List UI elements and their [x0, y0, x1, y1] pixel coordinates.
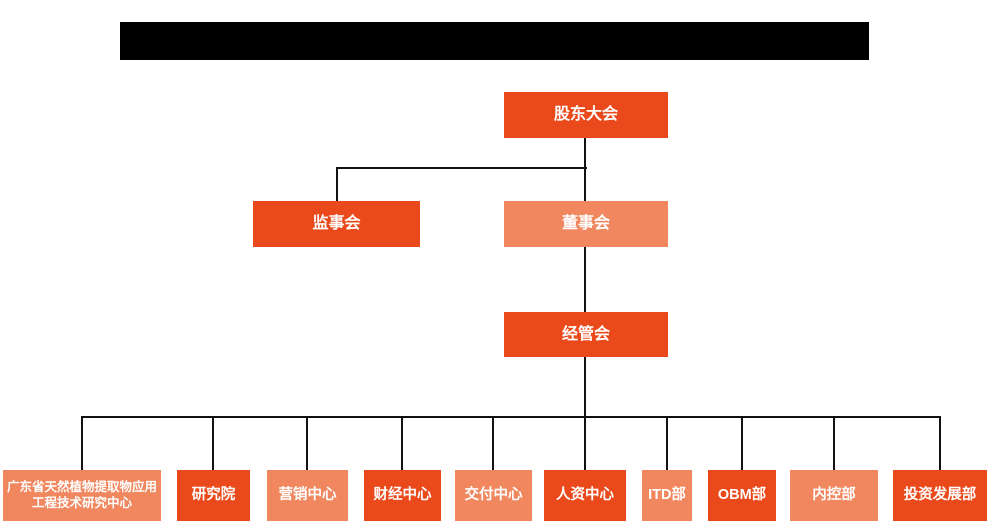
connector-line [584, 357, 586, 417]
org-node-management-committee: 经管会 [504, 312, 668, 357]
connector-line [584, 167, 586, 201]
connector-line [401, 416, 403, 470]
org-node-delivery-center: 交付中心 [455, 470, 532, 521]
org-node-supervisory-board: 监事会 [253, 201, 420, 247]
org-node-research-center: 广东省天然植物提取物应用工程技术研究中心 [3, 470, 161, 521]
redacted-title-bar [120, 22, 869, 60]
connector-line [584, 247, 586, 312]
connector-line [584, 416, 586, 470]
org-node-research-institute: 研究院 [177, 470, 250, 521]
org-node-investment-development: 投资发展部 [893, 470, 987, 521]
connector-line [306, 416, 308, 470]
connector-line [336, 167, 338, 201]
org-node-finance-center: 财经中心 [364, 470, 441, 521]
org-node-internal-control: 内控部 [790, 470, 878, 521]
org-node-hr-center: 人资中心 [544, 470, 626, 521]
connector-line [584, 138, 586, 169]
connector-line [741, 416, 743, 470]
connector-line [492, 416, 494, 470]
connector-line [81, 416, 83, 470]
connector-line [666, 416, 668, 470]
org-node-marketing-center: 营销中心 [267, 470, 348, 521]
org-node-obm-department: OBM部 [708, 470, 776, 521]
org-node-board-of-directors: 董事会 [504, 201, 668, 247]
org-node-shareholders-meeting: 股东大会 [504, 92, 668, 138]
connector-line [939, 416, 941, 470]
connector-line [212, 416, 214, 470]
connector-line [833, 416, 835, 470]
connector-line [81, 416, 941, 418]
org-node-itd-department: ITD部 [642, 470, 692, 521]
connector-line [336, 167, 587, 169]
